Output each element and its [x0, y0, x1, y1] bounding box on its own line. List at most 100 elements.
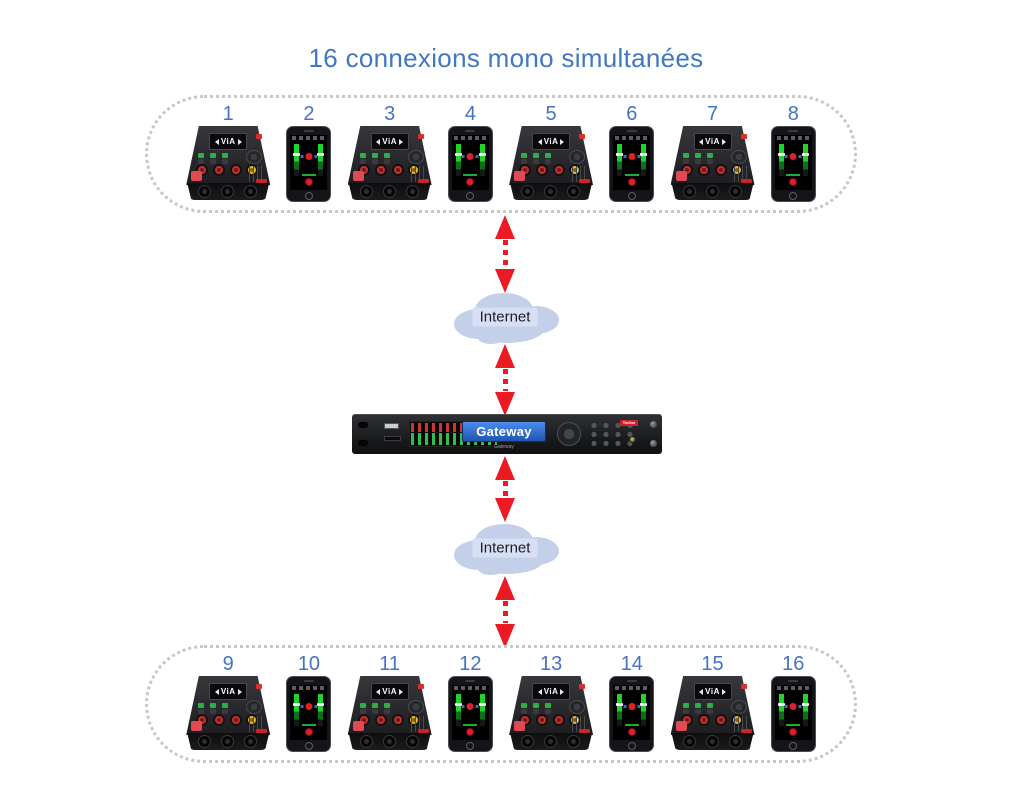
keypad-icon — [246, 700, 263, 714]
record-button-icon — [627, 178, 636, 186]
smartphone-device — [609, 126, 655, 202]
phone-screen — [290, 685, 328, 740]
home-button-icon — [789, 742, 798, 750]
device-cell: 8 — [770, 103, 816, 202]
rack-screw-icon — [650, 440, 657, 447]
phone-screen — [774, 685, 812, 740]
codec-buttons — [682, 703, 713, 708]
status-line-icon — [301, 724, 316, 726]
arrow-head-up — [495, 344, 515, 368]
codec-brand-label: ViA — [220, 137, 236, 146]
earpiece-icon — [626, 130, 637, 132]
bidirectional-arrow-icon — [493, 456, 517, 522]
arrow-head-down — [495, 498, 515, 522]
level-meter-icon — [777, 144, 785, 176]
device-number: 15 — [701, 653, 724, 675]
rack-screw-icon — [650, 421, 657, 428]
xlr-connector-icon — [405, 185, 419, 198]
via-codec-device: ViA — [509, 676, 594, 750]
codec-brand-label: ViA — [543, 137, 559, 146]
via-codec-device: ViA — [347, 126, 432, 200]
gain-knob-icon — [536, 714, 549, 726]
keypad-icon — [730, 700, 747, 714]
gain-knob-icon — [697, 714, 710, 726]
codec-buttons — [359, 703, 390, 708]
device-number: 8 — [787, 103, 799, 125]
gateway-model-label: Gateway — [494, 444, 514, 450]
tieline-badge-icon — [256, 729, 268, 733]
gateway-screen: Gateway — [462, 421, 546, 442]
gain-knob-icon — [213, 164, 226, 176]
connect-control-icon — [461, 703, 479, 710]
device-cell: 12 — [447, 653, 493, 752]
codec-screen: ViA — [370, 133, 409, 150]
connect-control-icon — [300, 153, 318, 160]
gain-knob-icon — [391, 714, 404, 726]
codec-screen: ViA — [532, 133, 571, 150]
record-button-icon — [466, 178, 475, 186]
record-button-icon — [352, 721, 364, 731]
phone-screen — [613, 685, 651, 740]
home-button-icon — [466, 742, 475, 750]
xlr-connector-icon — [405, 735, 419, 748]
fader-section-icon — [249, 716, 266, 732]
status-line-icon — [786, 724, 801, 726]
via-codec-device: ViA — [670, 676, 755, 750]
codec-screen: ViA — [693, 683, 732, 700]
gain-knob-icon — [230, 164, 243, 176]
rack-mount-hole — [358, 440, 368, 446]
gateway-rack-unit: Gateway Gateway Tieline — [352, 414, 662, 454]
tieline-brand-badge: Tieline — [620, 420, 638, 426]
status-bar-icon — [292, 136, 326, 140]
codec-buttons — [682, 153, 713, 158]
speaker-icon — [399, 138, 403, 145]
tieline-badge-icon — [417, 179, 429, 183]
fader-section-icon — [572, 166, 589, 182]
level-meter-icon — [478, 694, 486, 726]
smartphone-device — [770, 676, 816, 752]
smartphone-device — [609, 676, 655, 752]
gain-knob-icon — [374, 714, 387, 726]
codec-brand-label: ViA — [543, 687, 559, 696]
status-line-icon — [301, 174, 316, 176]
power-led-icon — [579, 684, 586, 689]
power-led-icon — [417, 684, 424, 689]
connect-control-icon — [784, 153, 802, 160]
fader-section-icon — [733, 716, 750, 732]
status-bar-icon — [453, 686, 487, 690]
codec-buttons — [521, 703, 552, 708]
page-title: 16 connexions mono simultanées — [308, 43, 704, 73]
speaker-icon — [376, 688, 381, 695]
device-number: 10 — [297, 653, 321, 675]
power-led-icon — [256, 134, 263, 139]
codec-screen: ViA — [693, 133, 732, 150]
level-meter-icon — [640, 144, 648, 176]
codec-buttons — [198, 703, 229, 708]
arrow-shaft — [502, 369, 508, 391]
codec-brand-label: ViA — [220, 687, 236, 696]
status-bar-icon — [453, 136, 487, 140]
speaker-icon — [721, 688, 726, 695]
connect-control-icon — [300, 703, 318, 710]
codec-screen: ViA — [209, 133, 248, 150]
smartphone-device — [286, 126, 332, 202]
top-device-row: 1 ViA 2 — [148, 98, 854, 215]
arrow-shaft — [502, 601, 508, 623]
device-number: 3 — [384, 103, 396, 125]
codec-brand-label: ViA — [382, 687, 397, 696]
xlr-connector-icon — [728, 185, 742, 198]
smartphone-device — [447, 676, 493, 752]
device-number: 12 — [459, 653, 482, 675]
device-cell: 9 ViA — [186, 653, 271, 750]
tieline-badge-icon — [740, 179, 752, 183]
gain-knob-icon — [519, 164, 532, 176]
bottom-device-group: 9 ViA 10 — [145, 645, 857, 763]
earpiece-icon — [788, 130, 799, 132]
xlr-connector-icon — [682, 185, 696, 198]
status-bar-icon — [292, 686, 326, 690]
cloud-label: Internet — [472, 307, 538, 327]
device-cell: 5 ViA — [509, 103, 594, 200]
tieline-badge-icon — [579, 729, 591, 733]
record-button-icon — [352, 171, 364, 181]
record-button-icon — [466, 728, 475, 736]
